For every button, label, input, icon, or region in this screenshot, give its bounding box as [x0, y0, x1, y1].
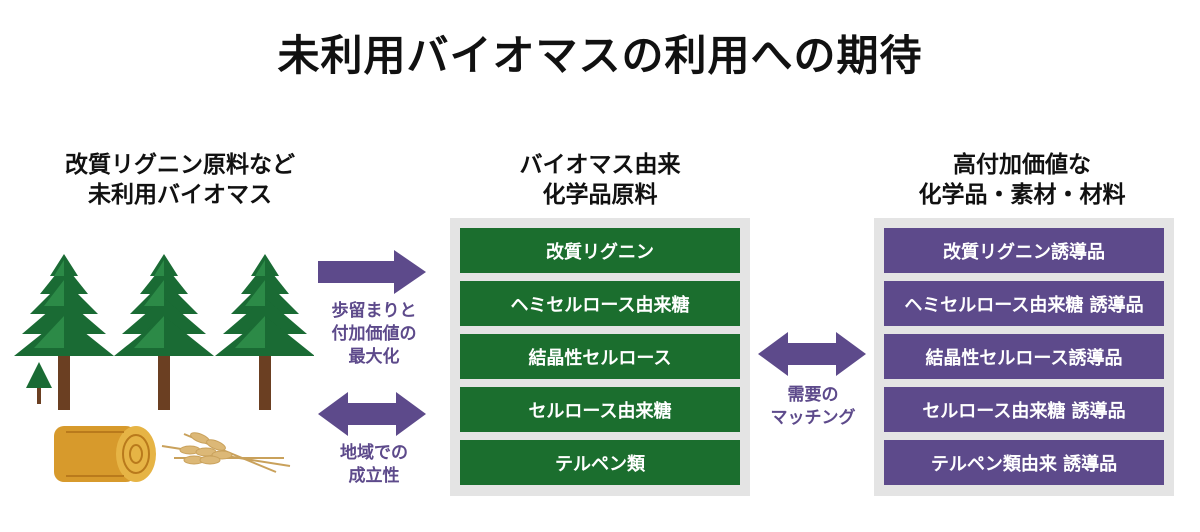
list-item: ヘミセルロース由来糖 誘導品 [884, 281, 1164, 326]
heading-line: 化学品原料 [542, 182, 658, 208]
label-line: 地域での [340, 443, 408, 463]
matching-arrow-label: 需要の マッチング [756, 384, 870, 430]
conifer-tree-icon [215, 254, 314, 410]
label-line: 付加価値の [331, 324, 417, 344]
list-item: セルロース由来糖 [460, 387, 740, 432]
products-list: 改質リグニン誘導品 ヘミセルロース由来糖 誘導品 結晶性セルロース誘導品 セルロ… [874, 218, 1174, 496]
conifer-tree-icon [114, 254, 214, 410]
heading-line: 改質リグニン原料など [65, 152, 295, 178]
heading-line: 未利用バイオマス [88, 182, 272, 208]
label-line: 最大化 [348, 347, 400, 367]
list-item: 改質リグニン誘導品 [884, 228, 1164, 273]
double-arrow-icon [758, 332, 866, 376]
raw-material-list: 改質リグニン ヘミセルロース由来糖 結晶性セルロース セルロース由来糖 テルペン… [450, 218, 750, 496]
yield-arrow-label: 歩留まりと 付加価値の 最大化 [312, 300, 436, 369]
label-line: 歩留まりと [331, 301, 417, 321]
list-item: ヘミセルロース由来糖 [460, 281, 740, 326]
page-title: 未利用バイオマスの利用への期待 [277, 31, 923, 80]
heading-line: 高付加価値な [953, 152, 1091, 178]
raw-material-heading: バイオマス由来 化学品原料 [450, 150, 750, 210]
products-heading: 高付加価値な 化学品・素材・材料 [872, 150, 1172, 210]
biomass-heading: 改質リグニン原料など 未利用バイオマス [30, 150, 330, 210]
label-line: マッチング [770, 408, 856, 428]
biomass-illustration [14, 254, 314, 482]
sapling-icon [26, 362, 52, 404]
wheat-ears-icon [161, 432, 291, 473]
list-item: 結晶性セルロース [460, 334, 740, 379]
hay-bale-icon [54, 426, 156, 482]
list-item: セルロース由来糖 誘導品 [884, 387, 1164, 432]
list-item: テルペン類 [460, 440, 740, 485]
local-arrow-label: 地域での 成立性 [312, 442, 436, 488]
heading-line: 化学品・素材・材料 [918, 182, 1126, 208]
list-item: 結晶性セルロース誘導品 [884, 334, 1164, 379]
label-line: 成立性 [348, 466, 400, 486]
heading-line: バイオマス由来 [519, 152, 681, 178]
right-arrow-icon [318, 250, 426, 294]
label-line: 需要の [787, 385, 839, 405]
double-arrow-icon [318, 392, 426, 436]
list-item: テルペン類由来 誘導品 [884, 440, 1164, 485]
list-item: 改質リグニン [460, 228, 740, 273]
